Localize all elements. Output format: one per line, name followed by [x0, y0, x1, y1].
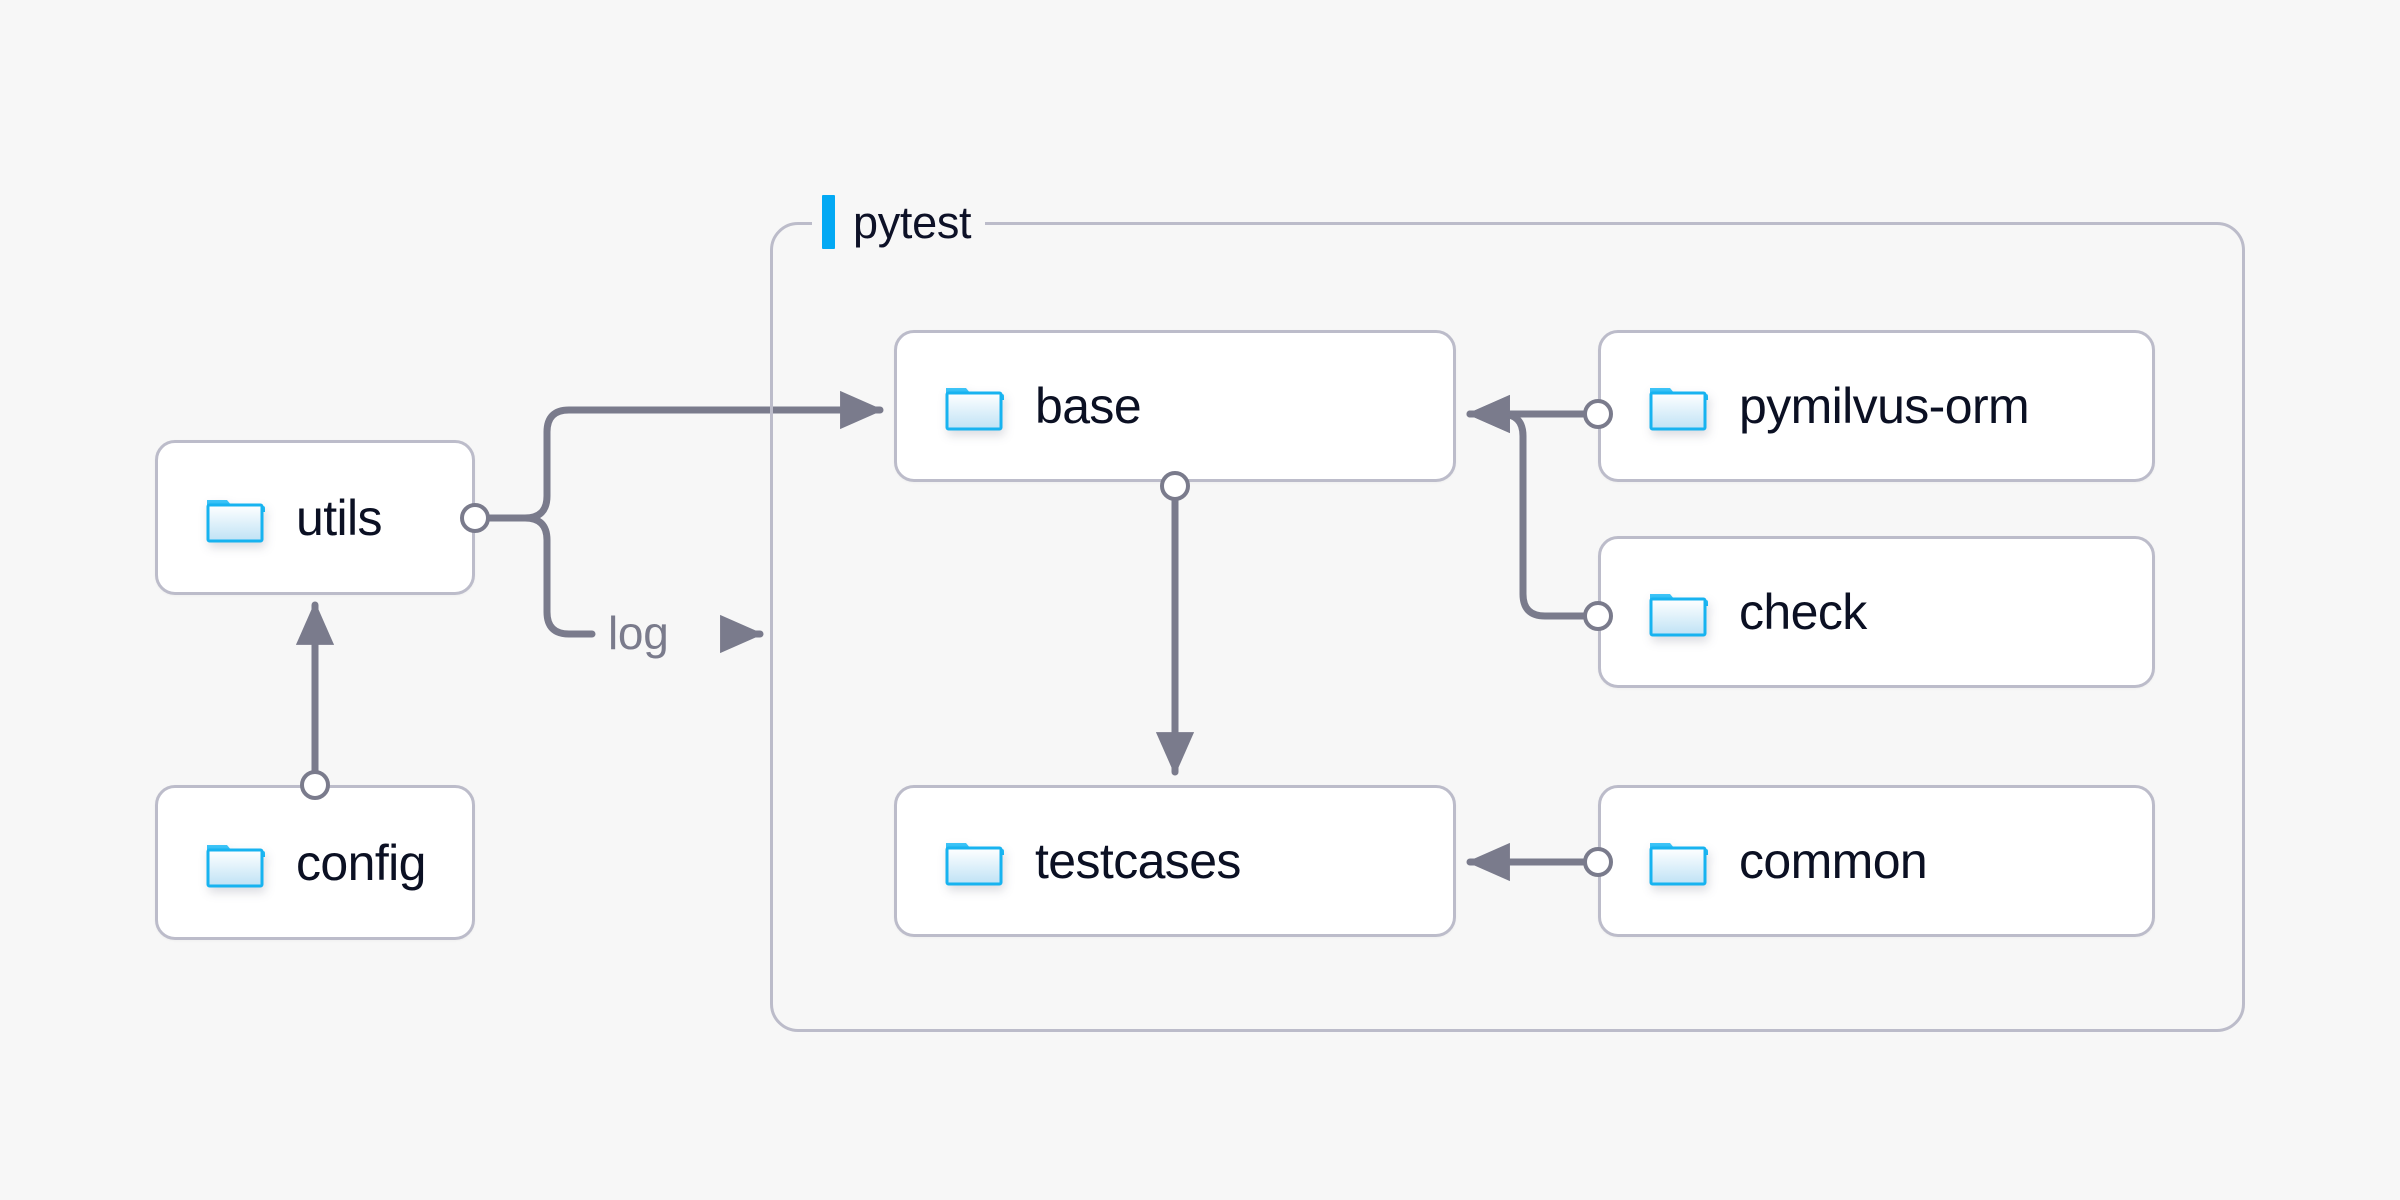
- node-common[interactable]: common: [1598, 785, 2155, 937]
- edge-utils-log: [521, 514, 596, 638]
- node-label: pymilvus-orm: [1739, 378, 2030, 434]
- folder-icon: [204, 837, 266, 889]
- node-config[interactable]: config: [155, 785, 475, 940]
- folder-icon: [204, 492, 266, 544]
- folder-icon: [1647, 586, 1709, 638]
- group-label-text: pytest: [853, 196, 972, 248]
- group-accent-bar: [822, 195, 835, 249]
- group-pytest-label: pytest: [812, 193, 986, 251]
- node-base[interactable]: base: [894, 330, 1456, 482]
- edge-utils-base: [521, 390, 884, 522]
- port-config-top[interactable]: [300, 770, 330, 800]
- port-pymilvus-orm-left[interactable]: [1583, 399, 1613, 429]
- edge-label-log: log: [600, 608, 677, 658]
- node-check[interactable]: check: [1598, 536, 2155, 688]
- folder-icon: [1647, 835, 1709, 887]
- node-utils[interactable]: utils: [155, 440, 475, 595]
- port-common-left[interactable]: [1583, 847, 1613, 877]
- group-pytest[interactable]: [770, 222, 2245, 1032]
- node-label: utils: [296, 489, 383, 546]
- node-label: config: [296, 834, 426, 891]
- edge-check-base: [1466, 394, 1587, 620]
- port-base-bottom[interactable]: [1160, 471, 1190, 501]
- node-label: testcases: [1035, 833, 1241, 889]
- node-label: common: [1739, 833, 1928, 889]
- folder-icon: [1647, 380, 1709, 432]
- folder-icon: [943, 380, 1005, 432]
- node-testcases[interactable]: testcases: [894, 785, 1456, 937]
- node-label: check: [1739, 584, 1867, 640]
- port-check-left[interactable]: [1583, 601, 1613, 631]
- folder-icon: [943, 835, 1005, 887]
- port-utils-right[interactable]: [460, 503, 490, 533]
- node-label: base: [1035, 378, 1142, 434]
- node-pymilvus-orm[interactable]: pymilvus-orm: [1598, 330, 2155, 482]
